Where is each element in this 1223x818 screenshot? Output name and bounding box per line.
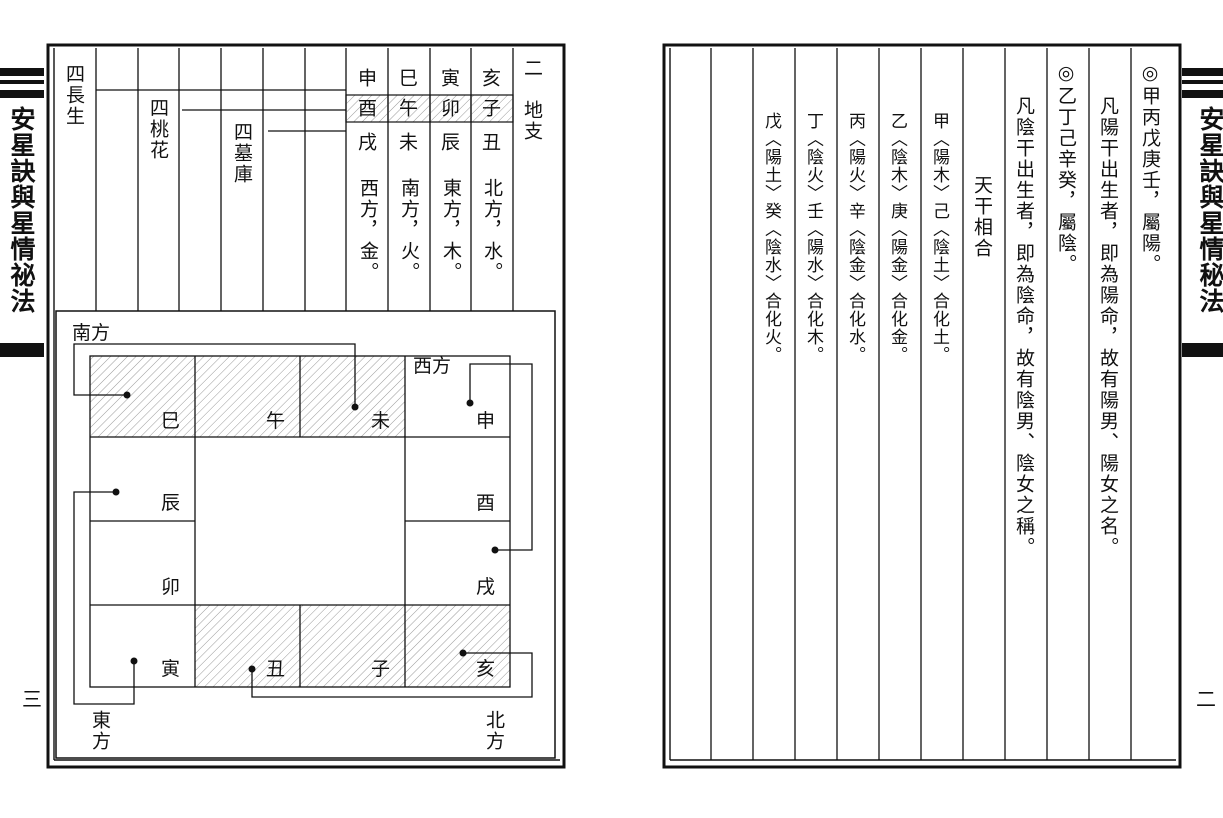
page-number-right: 二 — [1196, 687, 1216, 711]
text-line: 乙〈陰木〉庚〈陽金〉合化金。 — [887, 112, 907, 364]
group-label-growth: 四長生 — [63, 64, 85, 127]
text-line: ◎甲丙戊庚壬，屬陽。 — [1139, 62, 1161, 275]
branch-row-bot: 戌 — [355, 132, 377, 153]
chart-cell-zi: 子 — [371, 658, 391, 680]
table-header: 二 地支 — [521, 58, 543, 142]
chart-cell-chen: 辰 — [161, 492, 181, 514]
branch-row-mid: 子 — [479, 98, 501, 119]
branch-row-top: 亥 — [479, 68, 501, 89]
text-line: 凡陽干出生者，即為陽命，故有陽男、陽女之名。 — [1097, 96, 1119, 558]
spine-title-left: 安星訣與星情祕法 — [7, 106, 36, 314]
text-line: 丁〈陰火〉壬〈陽水〉合化木。 — [803, 112, 823, 364]
branch-row-top: 寅 — [438, 68, 460, 89]
direction-west: 西方 — [413, 355, 452, 377]
branch-row-mid: 卯 — [438, 98, 460, 119]
text-line: 甲〈陽木〉己〈陰土〉合化土。 — [929, 112, 949, 364]
branch-row-mid: 酉 — [355, 98, 377, 119]
branch-row-desc: 東方，木。 — [440, 178, 462, 283]
page-number-left: 三 — [22, 687, 42, 711]
chart-cell-mao: 卯 — [161, 576, 181, 598]
direction-north: 北方 — [483, 710, 505, 752]
text-line: 丙〈陽火〉辛〈陰金〉合化水。 — [845, 112, 865, 364]
chart-cell-wu: 午 — [266, 410, 286, 432]
branch-row-desc: 西方，金。 — [357, 178, 379, 283]
chart-cell-hai: 亥 — [476, 658, 496, 680]
branch-row-desc: 南方，火。 — [398, 178, 420, 283]
spine-title-right: 安星訣與星情秘法 — [1196, 106, 1223, 314]
branch-row-desc: 北方，水。 — [481, 178, 503, 283]
chart-cell-chou: 丑 — [266, 658, 286, 680]
text-line: 凡陰干出生者，即為陰命，故有陰男、陰女之稱。 — [1013, 96, 1035, 558]
text-line: 戊〈陽土〉癸〈陰水〉合化火。 — [761, 112, 781, 364]
group-label-peach: 四桃花 — [147, 98, 169, 161]
section-heading: 天干相合 — [971, 175, 993, 259]
chart-cell-shen: 申 — [476, 410, 496, 432]
branch-row-top: 申 — [355, 68, 377, 89]
group-label-tomb: 四墓庫 — [231, 122, 253, 185]
branch-row-bot: 丑 — [479, 132, 501, 153]
direction-south: 南方 — [72, 322, 111, 344]
chart-cell-wei: 未 — [371, 410, 391, 432]
text-line: ◎乙丁己辛癸，屬陰。 — [1055, 62, 1077, 275]
branch-row-bot: 辰 — [438, 132, 460, 153]
branch-row-top: 巳 — [396, 68, 418, 89]
chart-cell-you: 酉 — [476, 492, 496, 514]
direction-east: 東方 — [89, 710, 111, 752]
chart-cell-si: 巳 — [161, 410, 181, 432]
chart-cell-xu: 戌 — [476, 576, 496, 598]
branch-row-bot: 未 — [396, 132, 418, 153]
branch-row-mid: 午 — [396, 98, 418, 119]
chart-cell-yin: 寅 — [161, 658, 181, 680]
